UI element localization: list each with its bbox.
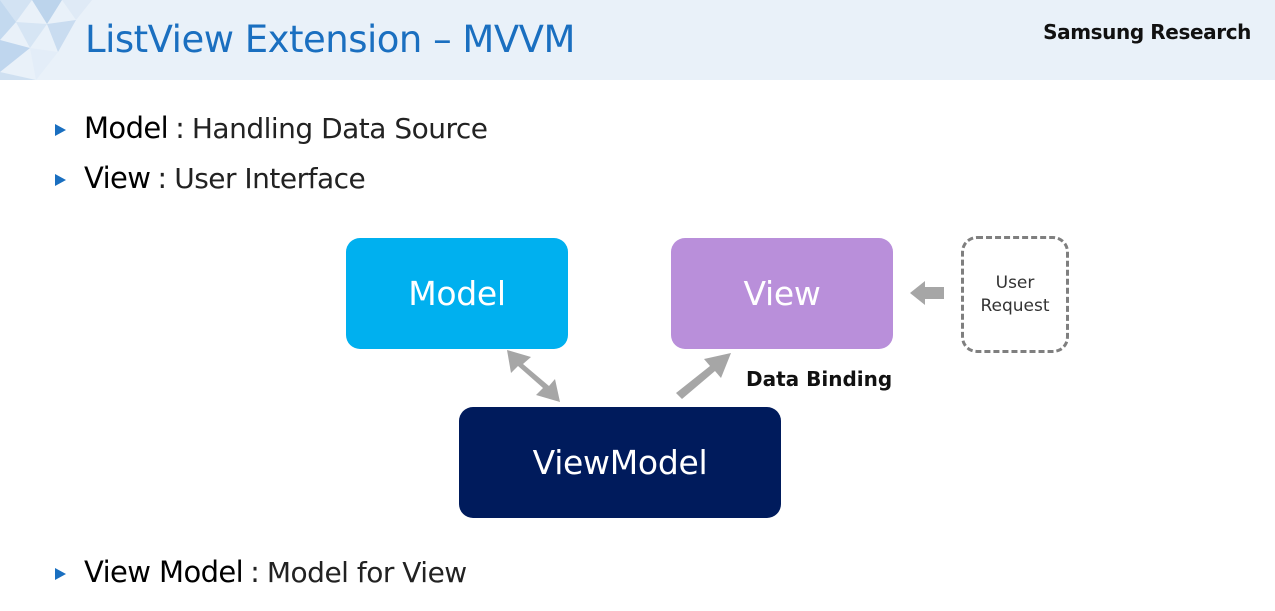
model-box: Model <box>346 238 568 349</box>
bullet-description: User Interface <box>174 161 366 195</box>
model-viewmodel-double-arrow-icon <box>507 350 560 402</box>
brand-logo-text: Samsung Research <box>1043 20 1251 44</box>
bullet-separator: : <box>250 555 260 589</box>
view-box: View <box>671 238 893 349</box>
bullet-view-model: View Model : Model for View <box>55 552 467 592</box>
slide-header: ListView Extension – MVVM Samsung Resear… <box>0 0 1275 80</box>
bullet-triangle-icon <box>55 174 66 186</box>
user-request-box: User Request <box>961 236 1069 353</box>
user-request-label-line1: User <box>995 272 1035 293</box>
slide-title: ListView Extension – MVVM <box>85 18 575 61</box>
data-binding-label: Data Binding <box>746 367 893 391</box>
bullet-triangle-icon <box>55 124 66 136</box>
bullet-separator: : <box>157 161 168 195</box>
viewmodel-box: ViewModel <box>459 407 781 518</box>
bullet-description: Model for View <box>266 555 467 589</box>
bullet-term: View Model <box>84 555 244 589</box>
bullet-term: Model <box>84 111 169 145</box>
bullet-view: View : User Interface <box>55 158 366 198</box>
bullet-triangle-icon <box>55 568 66 580</box>
user-request-label-line2: Request <box>980 295 1050 316</box>
header-decoration-graphic <box>0 0 92 80</box>
bullet-model: Model : Handling Data Source <box>55 108 488 148</box>
bullet-term: View <box>84 161 151 195</box>
viewmodel-to-view-arrow-icon <box>676 353 731 399</box>
bullet-description: Handling Data Source <box>191 111 488 145</box>
bullet-separator: : <box>175 111 185 145</box>
user-request-to-view-arrow-icon <box>910 281 944 305</box>
